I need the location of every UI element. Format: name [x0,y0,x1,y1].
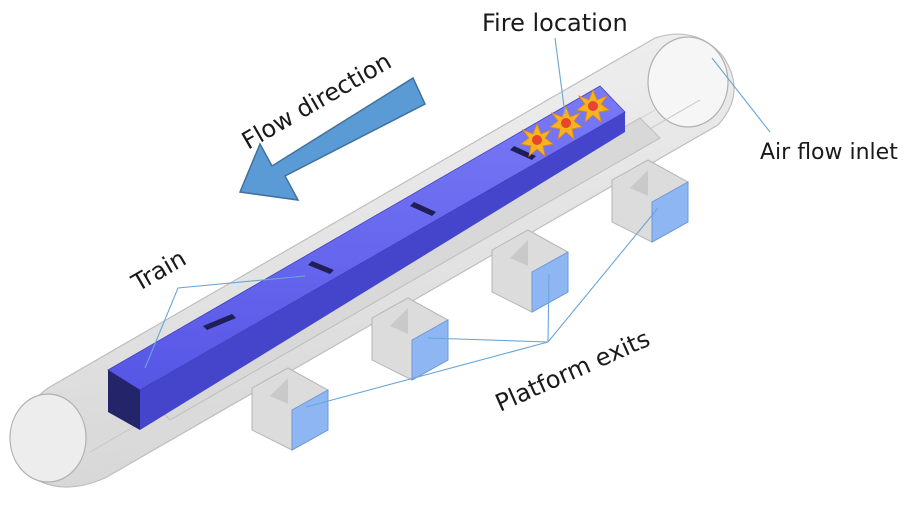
coach-gap-2 [308,261,334,274]
air-flow-inlet-label: Air flow inlet [760,140,898,165]
inlet-leader-line [711,57,771,133]
flow-direction-arrow [238,76,426,201]
platform-leader-4 [547,207,659,343]
fire-leader-line [554,37,566,115]
leader-lines [144,37,771,408]
fire-icon-1 [520,122,554,158]
platform-exit-4 [611,159,689,243]
platform-leader-3 [547,273,550,343]
platform-exits-label: Platform exits [491,324,654,417]
platform-leader-2 [427,337,549,343]
fire-location-label: Fire location [482,9,628,37]
outlet-opening [9,393,87,483]
platform-leader-1 [305,341,549,408]
coach-gap-3 [410,202,436,216]
coach-gap-1 [203,314,236,330]
inlet-opening [647,36,729,128]
fire-icon-2 [549,105,583,141]
platform-exit-1 [251,367,329,451]
coach-gap-4 [510,146,536,160]
train-label: Train [126,244,191,298]
train [107,85,626,430]
fire-icon-3 [576,88,610,124]
train-leader-line [144,275,306,369]
platform-exit-2 [371,297,449,381]
